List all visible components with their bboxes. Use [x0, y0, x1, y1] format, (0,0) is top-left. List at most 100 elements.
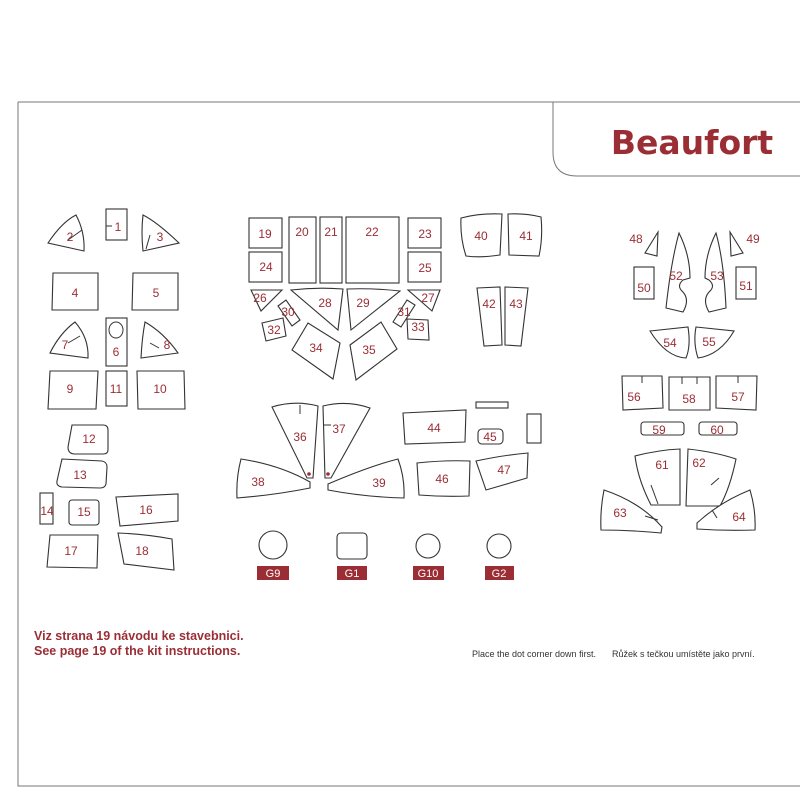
part-13: 13: [56, 458, 108, 489]
part-4: 4: [51, 272, 99, 311]
title-tab: [552, 102, 800, 177]
note-en-page: See page 19 of the kit instructions.: [34, 644, 241, 658]
sheet-border: [17, 101, 800, 787]
svg-text:23: 23: [418, 227, 432, 241]
svg-text:55: 55: [702, 335, 716, 349]
svg-text:16: 16: [139, 503, 153, 517]
svg-text:32: 32: [267, 323, 281, 337]
svg-text:39: 39: [372, 476, 386, 490]
part-64: 64: [696, 489, 756, 531]
svg-text:G10: G10: [418, 568, 439, 580]
part-32: 32: [261, 317, 287, 342]
svg-text:4: 4: [72, 286, 79, 300]
svg-text:7: 7: [62, 338, 69, 352]
part-39: 39: [327, 458, 405, 499]
svg-text:28: 28: [318, 296, 332, 310]
part-10: 10: [136, 370, 186, 410]
svg-text:1: 1: [115, 220, 122, 234]
part-g1: G1: [336, 532, 368, 580]
part-21: 21: [319, 216, 343, 284]
svg-text:9: 9: [67, 382, 74, 396]
part-61: 61: [634, 448, 681, 506]
part-8: 8: [140, 321, 179, 359]
part-25: 25: [407, 251, 442, 283]
svg-text:8: 8: [164, 338, 171, 352]
part-34: 34: [291, 322, 341, 380]
svg-text:20: 20: [295, 225, 309, 239]
part-6: 6: [105, 317, 128, 367]
part-35: 35: [349, 321, 398, 381]
part-45: 45: [477, 428, 504, 445]
svg-text:63: 63: [613, 506, 627, 520]
part-11: 11: [105, 370, 128, 407]
svg-text:30: 30: [281, 305, 295, 319]
svg-text:43: 43: [509, 297, 523, 311]
strip-vertical: [526, 413, 542, 444]
part-5: 5: [131, 272, 179, 311]
part-30: 30: [277, 299, 301, 327]
svg-text:11: 11: [110, 382, 123, 396]
brand-title: Beaufort: [611, 123, 774, 162]
svg-text:50: 50: [637, 281, 651, 295]
svg-text:29: 29: [356, 296, 370, 310]
part-18: 18: [117, 532, 175, 571]
part-7: 7: [49, 321, 89, 359]
part-31: 31: [392, 299, 416, 328]
svg-text:6: 6: [113, 345, 120, 359]
part-47: 47: [475, 452, 529, 491]
svg-text:52: 52: [669, 269, 683, 283]
part-1: 1: [105, 208, 128, 241]
part-55: 55: [694, 326, 735, 359]
part-g10: G10: [413, 533, 444, 580]
svg-text:47: 47: [497, 463, 511, 477]
svg-text:24: 24: [259, 260, 273, 274]
part-17: 17: [46, 534, 99, 569]
part-38: 38: [236, 458, 311, 499]
part-33: 33: [406, 318, 430, 341]
part-41: 41: [507, 213, 543, 257]
svg-text:45: 45: [483, 430, 497, 444]
svg-text:2: 2: [67, 230, 74, 244]
svg-text:49: 49: [746, 232, 760, 246]
svg-text:13: 13: [73, 468, 87, 482]
part-57: 57: [715, 375, 758, 411]
part-40: 40: [460, 213, 503, 258]
svg-text:31: 31: [397, 305, 411, 319]
part-15: 15: [68, 499, 100, 526]
part-46: 46: [416, 460, 471, 497]
note-en-dot: Place the dot corner down first.: [472, 649, 597, 659]
svg-text:56: 56: [627, 390, 641, 404]
part-54: 54: [649, 326, 690, 359]
svg-text:14: 14: [40, 504, 54, 518]
svg-text:17: 17: [64, 544, 78, 558]
part-44: 44: [402, 409, 467, 445]
svg-text:41: 41: [519, 229, 533, 243]
part-23: 23: [407, 217, 442, 249]
svg-text:40: 40: [474, 229, 488, 243]
part-58: 58: [668, 376, 711, 411]
part-43: 43: [504, 286, 529, 347]
svg-text:35: 35: [362, 343, 376, 357]
svg-text:15: 15: [77, 505, 91, 519]
svg-text:61: 61: [655, 458, 669, 472]
part-g2: G2: [485, 533, 514, 580]
svg-text:42: 42: [482, 297, 496, 311]
part-28: 28: [289, 287, 344, 332]
svg-text:62: 62: [692, 456, 706, 470]
svg-text:18: 18: [135, 544, 149, 558]
svg-text:G1: G1: [345, 568, 360, 580]
part-52: 52: [665, 231, 691, 313]
svg-text:57: 57: [731, 390, 745, 404]
svg-text:36: 36: [293, 430, 307, 444]
svg-text:5: 5: [153, 286, 160, 300]
svg-text:12: 12: [82, 432, 96, 446]
svg-text:60: 60: [710, 423, 724, 437]
svg-text:48: 48: [629, 232, 643, 246]
svg-text:59: 59: [652, 423, 666, 437]
svg-text:64: 64: [732, 510, 746, 524]
note-cz-dot: Růžek s tečkou umístěte jako první.: [612, 649, 755, 659]
svg-text:25: 25: [418, 261, 432, 275]
svg-text:46: 46: [435, 472, 449, 486]
part-27: 27: [406, 289, 441, 312]
